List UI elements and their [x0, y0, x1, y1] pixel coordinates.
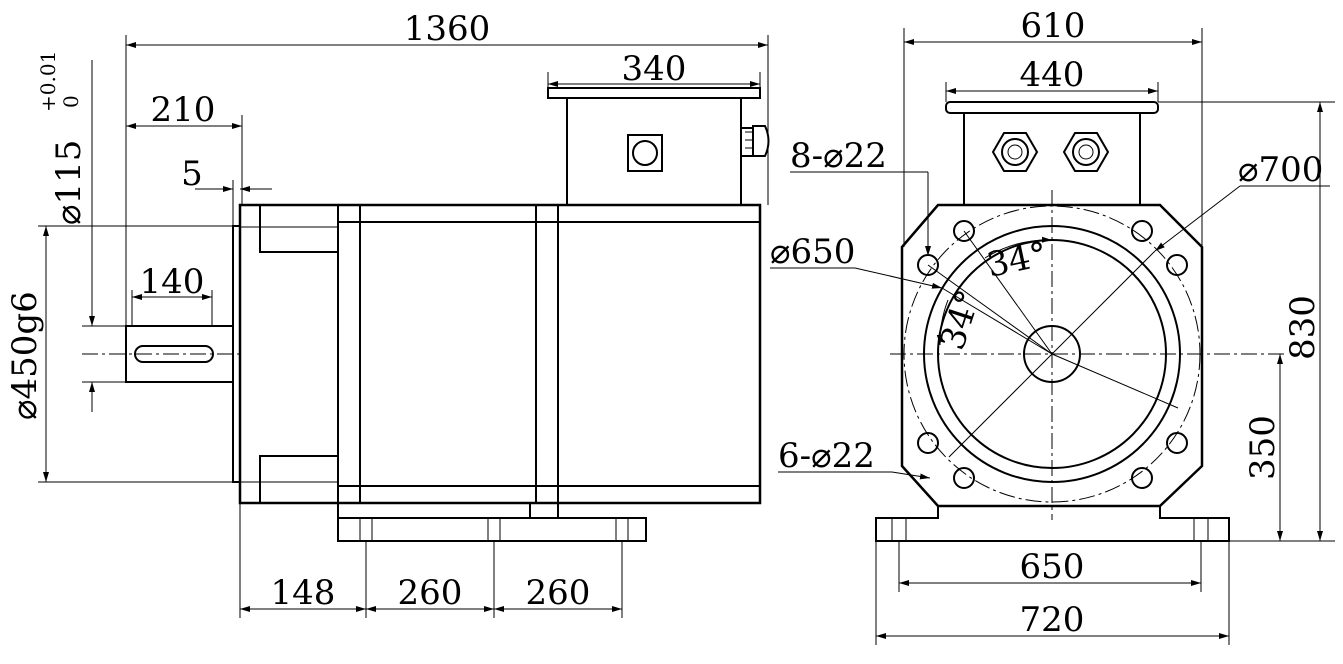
label-pcd: ⌀700 [1238, 150, 1323, 190]
dim-shaft-diameter: ⌀115 [49, 140, 89, 225]
side-view-dimensions: 1360 340 210 5 140 ⌀115 +0.01 0 ⌀450g6 [5, 9, 769, 618]
dim-overall-length: 1360 [404, 9, 491, 49]
bolt-hole-icon [917, 432, 939, 454]
dim-foot-spacing-1: 260 [398, 573, 463, 613]
dim-foot-spacing-2: 260 [526, 573, 591, 613]
bolt-hole-icon [953, 467, 975, 489]
bolt-hole-icon [1131, 467, 1153, 489]
terminal-box-lid [547, 87, 761, 99]
label-flange-holes: 8-⌀22 [790, 136, 887, 176]
dim-overall-height: 830 [1283, 295, 1323, 360]
dim-foot-hole-spacing: 650 [1020, 547, 1085, 587]
connector-icon [632, 140, 658, 166]
label-angle-1: 34° [984, 234, 1051, 286]
foot-upper [337, 502, 531, 519]
label-foot-holes: 6-⌀22 [778, 436, 875, 476]
motor-body [238, 203, 762, 505]
label-angle-2: 34° [933, 285, 990, 355]
label-spigot: ⌀650 [770, 232, 855, 272]
dim-key-length: 140 [140, 262, 205, 302]
side-view [82, 87, 770, 542]
bolt-hole-icon [1166, 432, 1188, 454]
dim-shaft-height: 350 [1243, 415, 1283, 480]
bolt-hole-icon [953, 220, 975, 242]
cable-gland-icon [1062, 132, 1110, 172]
end-view [875, 101, 1285, 542]
dim-end-overall-width: 610 [1021, 6, 1086, 46]
bolt-hole-icon [1166, 254, 1188, 276]
connector-plate [627, 134, 663, 172]
dim-shaft-tol-upper: +0.01 [36, 51, 60, 112]
dim-box-width: 340 [622, 49, 687, 89]
dim-spigot-diameter: ⌀450g6 [5, 291, 45, 420]
foot-plate [337, 517, 647, 542]
dim-flange-to-shaft: 210 [151, 90, 216, 130]
dim-foot-width: 720 [1020, 600, 1085, 640]
dim-foot-offset: 148 [271, 573, 336, 613]
dim-shaft-tol-lower: 0 [59, 95, 83, 108]
bolt-hole-icon [1131, 220, 1153, 242]
dim-flange-step: 5 [181, 154, 203, 194]
dim-end-box-width: 440 [1020, 55, 1085, 95]
terminal-box [566, 97, 742, 206]
cable-gland-icon [991, 132, 1039, 172]
end-terminal-box-lid [945, 101, 1159, 114]
